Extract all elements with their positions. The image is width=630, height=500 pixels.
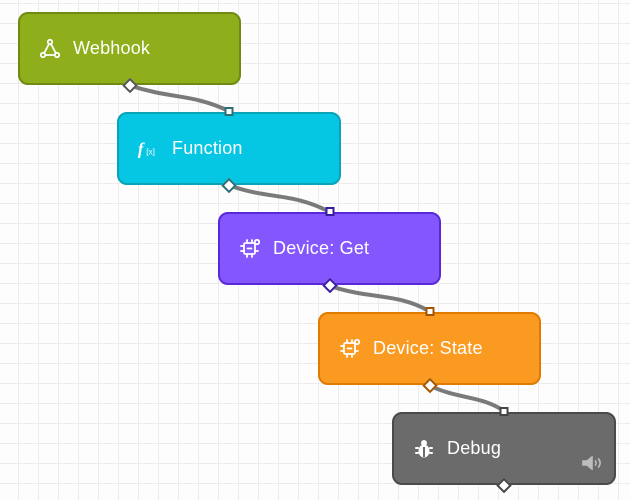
node-device-get[interactable]: Device: Get [218, 207, 441, 294]
output-port[interactable] [221, 177, 237, 194]
node-label: Device: Get [273, 238, 370, 258]
input-port[interactable] [425, 307, 434, 316]
svg-text:f: f [138, 139, 145, 158]
node-function[interactable]: f [x] Function [117, 107, 341, 194]
svg-text:[x]: [x] [146, 146, 155, 156]
node-label: Function [172, 138, 243, 158]
output-port[interactable] [121, 77, 138, 94]
connection-wire-webhook-function[interactable] [126, 83, 231, 113]
device-icon [338, 337, 362, 361]
input-port[interactable] [499, 407, 509, 416]
connection-wire-function-device-get[interactable] [226, 183, 330, 213]
connection-wire-device-state-debug[interactable] [426, 383, 506, 413]
node-device-state[interactable]: Device: State [318, 307, 541, 394]
input-port[interactable] [325, 207, 334, 216]
function-icon: f [x] [137, 137, 161, 161]
connection-wire-device-get-device-state[interactable] [325, 283, 431, 313]
node-debug[interactable]: Debug [392, 407, 616, 494]
node-label: Device: State [373, 338, 483, 358]
node-label: Webhook [73, 38, 151, 58]
bug-icon [412, 437, 436, 461]
webhook-icon [38, 37, 62, 61]
output-port[interactable] [321, 277, 338, 294]
node-label: Debug [447, 438, 502, 458]
input-port[interactable] [224, 107, 234, 116]
device-icon [238, 237, 262, 261]
output-port[interactable] [421, 377, 438, 394]
output-port[interactable] [496, 477, 512, 494]
speaker-icon[interactable] [582, 455, 604, 475]
node-webhook[interactable]: Webhook [18, 12, 241, 94]
